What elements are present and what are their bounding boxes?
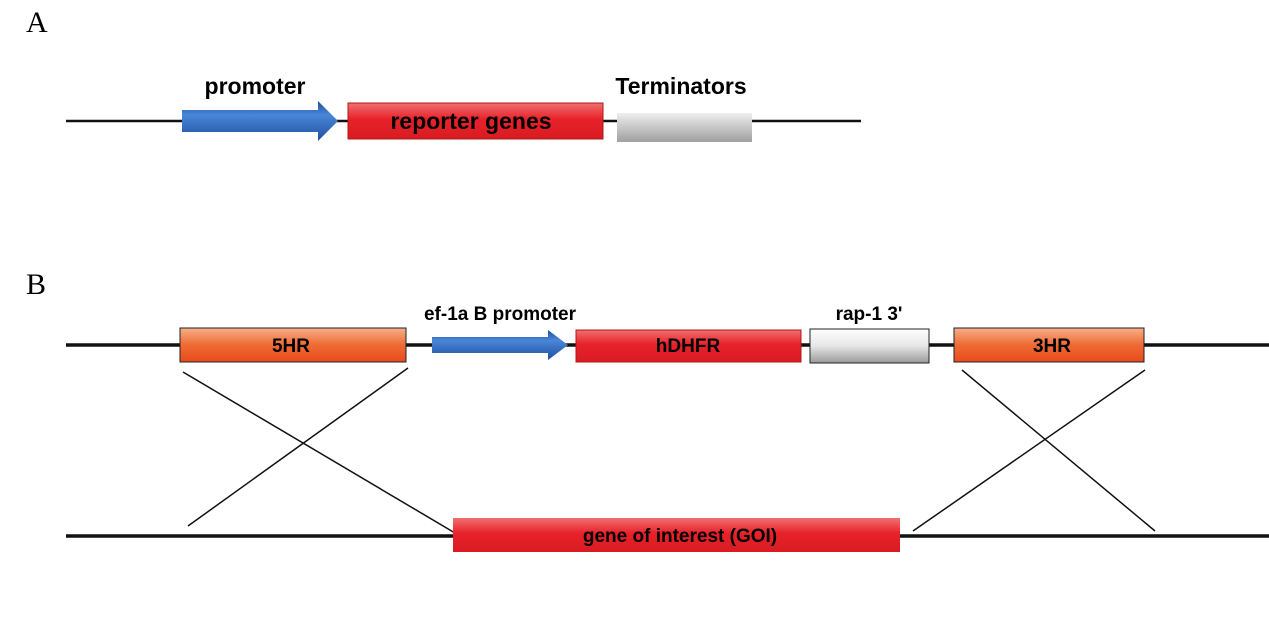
panel-b-hdhfr-label: hDHFR <box>656 336 721 357</box>
panel-b-rap-box <box>809 328 930 364</box>
panel-b-rap-label: rap-1 3' <box>836 304 903 325</box>
panel-b: B 5HR ef-1a B promoter hDHFR rap-1 3' 3H… <box>26 268 1269 552</box>
crossover-left-a <box>182 371 456 534</box>
panel-a-promoter-label: promoter <box>205 73 306 99</box>
panel-a: A promoter reporter genes Terminators <box>26 6 861 142</box>
panel-a-promoter-arrow <box>182 101 338 141</box>
panel-b-promoter-arrow <box>432 330 568 360</box>
panel-b-5hr-box <box>179 327 407 363</box>
panel-b-hdhfr-box <box>575 329 802 363</box>
panel-b-letter: B <box>26 268 46 301</box>
crossover-left-b <box>187 367 409 527</box>
panel-a-letter: A <box>26 6 48 39</box>
panel-a-terminators-label: Terminators <box>615 73 746 99</box>
crossover-right-b <box>912 369 1146 532</box>
panel-a-terminator-box <box>617 113 752 142</box>
panel-b-3hr-box <box>953 327 1145 363</box>
panel-a-reporter-box <box>347 102 604 140</box>
panel-b-promoter-label: ef-1a B promoter <box>424 304 577 325</box>
panel-b-goi-label: gene of interest (GOI) <box>583 526 777 547</box>
panel-b-3hr-label: 3HR <box>1033 336 1071 357</box>
panel-b-goi-box <box>453 518 900 552</box>
panel-b-5hr-label: 5HR <box>272 336 310 357</box>
crossover-right-a <box>961 369 1156 532</box>
panel-a-reporter-label: reporter genes <box>390 108 551 134</box>
